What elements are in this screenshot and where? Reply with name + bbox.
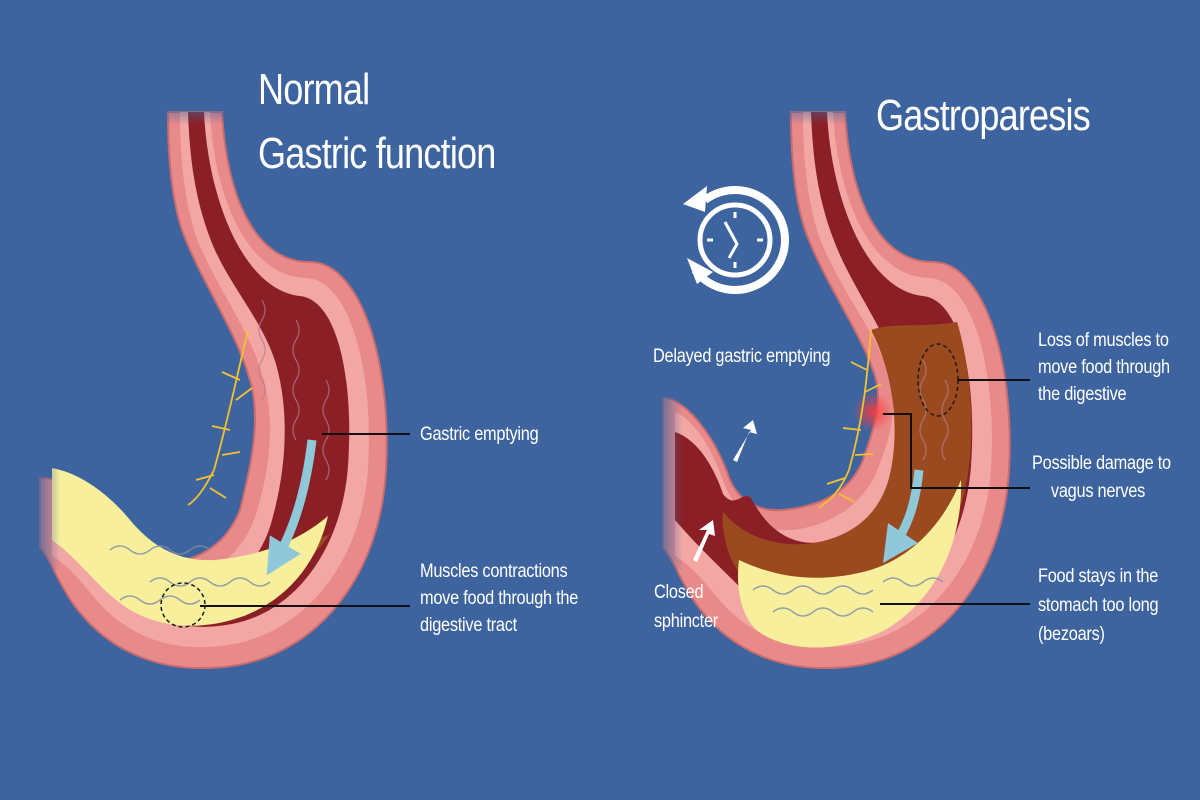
normal-title-line: Gastric function [258, 129, 496, 178]
gastroparesis-stomach [653, 95, 1011, 670]
vagus-damage-leader [883, 413, 1030, 489]
closed-sphincter-label: Closed sphincter [654, 582, 718, 632]
delayed-emptying-label: Delayed gastric emptying [653, 346, 831, 367]
normal-title-line: Normal [258, 65, 370, 114]
muscle-loss-label: Loss of muscles to move food through the… [1038, 330, 1170, 405]
gastro-nerves [818, 329, 882, 509]
gastro-flow-arrow [883, 469, 924, 563]
normal-nerves [187, 329, 253, 506]
vagus-damage-label: Possible damage to vagus nerves [1032, 453, 1171, 502]
clock-with-cycle-arrows-icon [683, 186, 789, 294]
muscles-contractions-label: Muscles contractions move food through t… [420, 561, 579, 636]
normal-stomach [30, 95, 410, 670]
sphincter-arrows [693, 420, 757, 562]
normal-flow-arrow [266, 439, 317, 576]
gastroparesis-title: Gastroparesis [876, 91, 1091, 140]
gastric-emptying-label: Gastric emptying [420, 424, 539, 445]
normal-stomach-lumen [52, 112, 350, 627]
gastro-stomach-food [737, 480, 962, 648]
normal-title: Normal Gastric function [258, 62, 496, 182]
food-stays-label: Food stays in the stomach too long (bezo… [1038, 566, 1159, 645]
